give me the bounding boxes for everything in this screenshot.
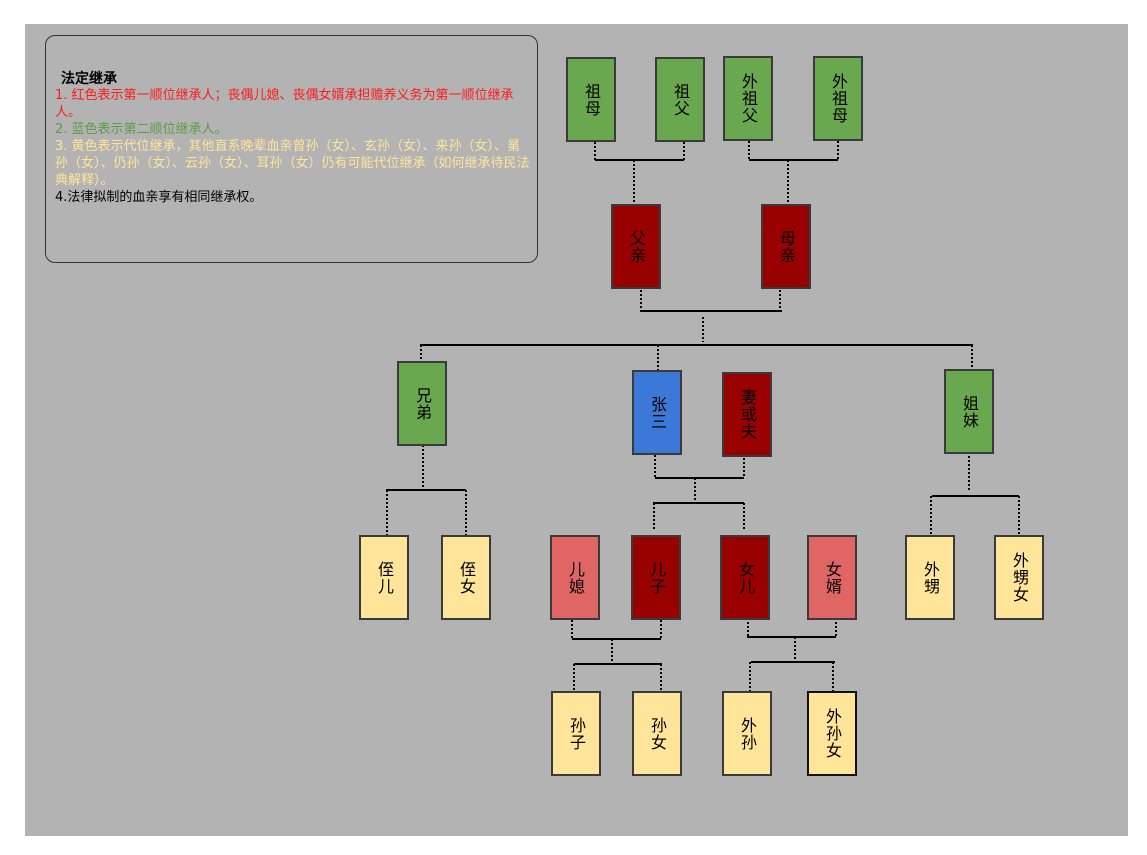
legend-line-first-order: 1. 红色表示第一顺位继承人；丧偶儿媳、丧偶女婿承担赡养义务为第一顺位继承人。 [55, 88, 514, 120]
legend-lines: 1. 红色表示第一顺位继承人；丧偶儿媳、丧偶女婿承担赡养义务为第一顺位继承人。 … [55, 87, 533, 206]
node-niece[interactable]: 侄女 [441, 535, 491, 620]
node-label: 妻或夫 [738, 389, 757, 440]
node-maternal-grandmother[interactable]: 外祖母 [813, 56, 863, 141]
node-label: 兄弟 [413, 386, 432, 421]
node-label: 姐妹 [960, 394, 979, 429]
node-label: 祖母 [582, 82, 601, 117]
legend-line-adopted: 4.法律拟制的血亲享有相同继承权。 [55, 190, 263, 205]
node-label: 母亲 [777, 229, 796, 264]
legend-line-second-order: 2. 蓝色表示第二顺位继承人。 [55, 122, 228, 137]
node-label: 外甥 [921, 560, 940, 595]
node-mother[interactable]: 母亲 [761, 204, 811, 289]
node-label: 父亲 [627, 229, 646, 264]
legend-line-subrogation: 3. 黄色表示代位继承，其他直系晚辈血亲曾孙（女）、玄孙（女）、来孙（女）、晜孙… [55, 139, 530, 188]
node-label: 女儿 [736, 560, 755, 595]
node-label: 外孙女 [823, 708, 842, 759]
node-sister[interactable]: 姐妹 [944, 369, 994, 454]
node-daughters-son[interactable]: 外孙 [722, 691, 772, 776]
node-label: 儿媳 [566, 560, 585, 595]
node-label: 侄女 [457, 560, 476, 595]
node-daughter-in-law[interactable]: 儿媳 [550, 535, 600, 620]
node-label: 女婿 [823, 560, 842, 595]
node-label: 祖父 [671, 82, 690, 117]
node-sisters-daughter[interactable]: 外甥女 [994, 535, 1044, 620]
node-son[interactable]: 儿子 [631, 535, 681, 620]
node-grandson[interactable]: 孙子 [551, 691, 601, 776]
node-label: 侄儿 [375, 560, 394, 595]
node-label: 外祖父 [739, 73, 758, 124]
node-label: 外孙 [738, 716, 757, 751]
node-granddaughter[interactable]: 孙女 [632, 691, 682, 776]
node-label: 孙子 [567, 716, 586, 751]
node-daughters-daughter[interactable]: 外孙女 [807, 691, 857, 776]
node-label: 外祖母 [829, 73, 848, 124]
node-self[interactable]: 张三 [632, 370, 682, 455]
node-sisters-son[interactable]: 外甥 [905, 535, 955, 620]
node-paternal-grandfather[interactable]: 祖父 [655, 57, 705, 142]
node-son-in-law[interactable]: 女婿 [807, 535, 857, 620]
node-label: 张三 [648, 395, 667, 430]
node-label: 儿子 [647, 560, 666, 595]
node-label: 外甥女 [1010, 552, 1029, 603]
node-label: 孙女 [648, 716, 667, 751]
node-paternal-grandmother[interactable]: 祖母 [566, 57, 616, 142]
node-daughter[interactable]: 女儿 [720, 535, 770, 620]
legend-title: 法定继承 [61, 71, 117, 87]
node-maternal-grandfather[interactable]: 外祖父 [723, 56, 773, 141]
legend-box: 法定继承 1. 红色表示第一顺位继承人；丧偶儿媳、丧偶女婿承担赡养义务为第一顺位… [45, 35, 538, 263]
node-spouse[interactable]: 妻或夫 [722, 372, 772, 457]
node-father[interactable]: 父亲 [611, 204, 661, 289]
node-brother[interactable]: 兄弟 [397, 361, 447, 446]
node-nephew[interactable]: 侄儿 [359, 535, 409, 620]
